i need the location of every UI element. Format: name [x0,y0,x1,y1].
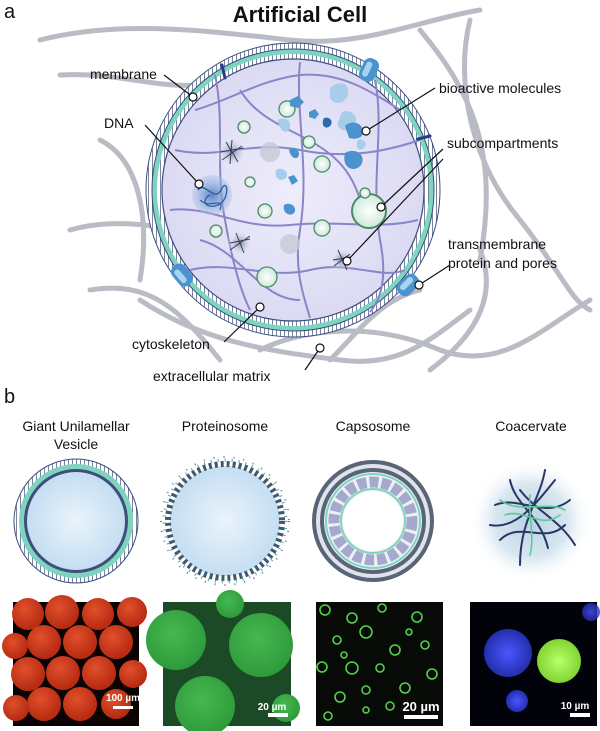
scale-bar-guv: 100 µm [106,693,140,709]
subcompartment-vesicles [209,100,387,288]
col4-title: Coacervate [495,418,567,434]
proteinosome-schematic [160,456,290,586]
capsosome-micrograph [316,602,443,726]
coacervate-schematic [469,459,593,583]
scale-bar-proteinosome: 20 µm [258,702,288,717]
cytoskeleton-network [169,61,421,319]
col1-title-line2: Vesicle [54,436,99,452]
panel-a-leader-lines [144,74,451,371]
coacervate-micrograph [470,602,600,726]
scale-bar-capsosome: 20 µm [402,699,440,719]
transmembrane-protein-left [171,263,193,287]
col1-title-line1: Giant Unilamellar [22,418,130,434]
col3-title: Capsosome [336,418,411,434]
panel-a-letter: a [4,1,16,23]
cell-membrane [145,42,441,338]
label-transmembrane-line1: transmembrane [448,236,546,252]
label-cytoskeleton: cytoskeleton [132,336,210,352]
panel-b-letter: b [4,386,15,408]
transmembrane-protein-top [358,58,380,82]
label-membrane: membrane [90,66,157,82]
label-bioactive-molecules: bioactive molecules [439,80,561,96]
bioactive-molecules [275,83,366,215]
membrane-pore-marks [220,63,432,141]
guv-micrograph [2,595,147,726]
scale-label-capsosome: 20 µm [402,699,439,714]
col2-title: Proteinosome [182,418,269,434]
panel-a-title: Artificial Cell [233,2,367,27]
scale-label-guv: 100 µm [106,693,140,704]
label-transmembrane-line2: protein and pores [448,255,557,271]
capsosome-schematic [312,460,434,582]
scale-label-proteinosome: 20 µm [258,702,287,713]
guv-schematic [13,458,139,584]
fiber-clusters [216,136,355,273]
panel-a-label-dots [188,92,424,353]
label-subcompartments: subcompartments [447,135,558,151]
label-extracellular-matrix: extracellular matrix [153,368,270,384]
label-dna: DNA [104,115,134,131]
transmembrane-protein-right [396,273,420,297]
scale-bar-coacervate: 10 µm [561,701,590,717]
proteinosome-micrograph [146,590,300,731]
scale-label-coacervate: 10 µm [561,701,590,712]
